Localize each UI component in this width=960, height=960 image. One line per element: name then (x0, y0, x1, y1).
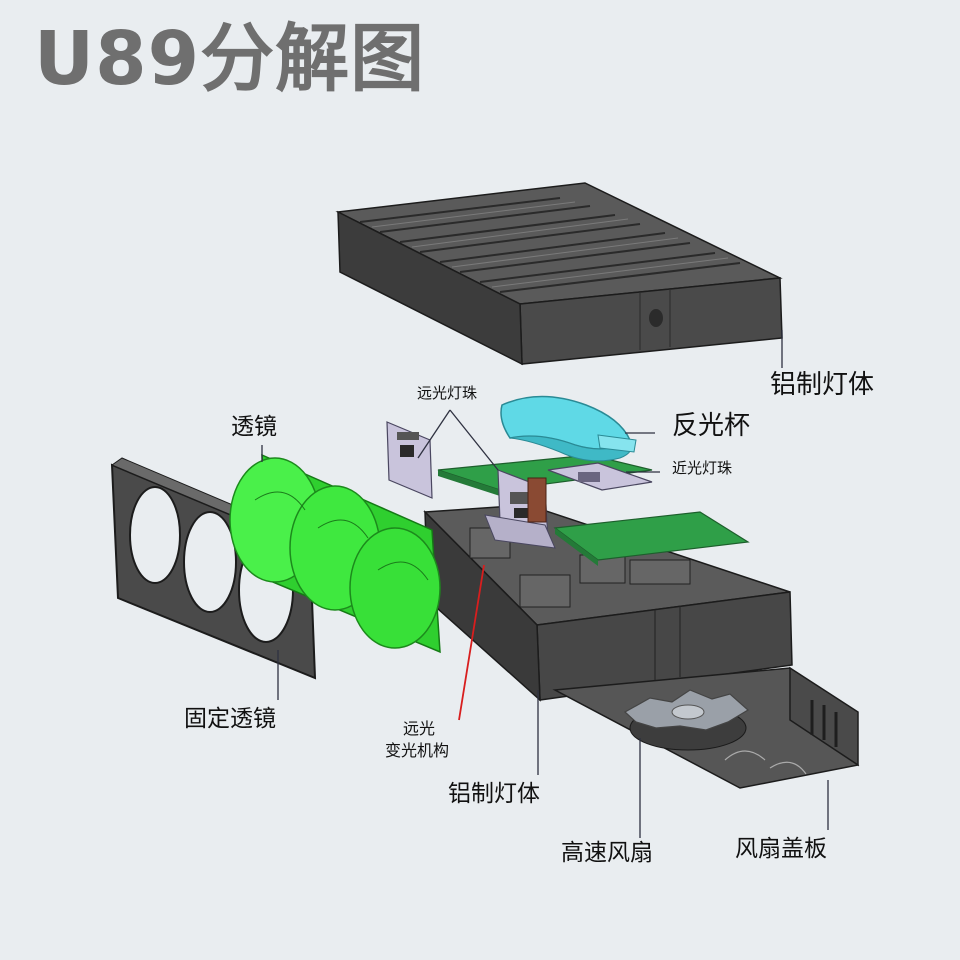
leader-lines (261, 330, 829, 838)
label-lens-holder: 固定透镜 (184, 706, 276, 732)
label-high-beam-led: 远光灯珠 (417, 384, 478, 402)
label-bottom-housing: 铝制灯体 (448, 781, 540, 807)
label-lens: 透镜 (231, 414, 277, 440)
high-beam-led-boards (386, 421, 556, 549)
low-beam-led-board (547, 462, 653, 491)
label-low-beam-led: 近光灯珠 (672, 459, 733, 477)
label-switch-mech-line2: 变光机构 (385, 741, 450, 760)
label-reflector: 反光杯 (672, 411, 751, 441)
fan-part (623, 689, 750, 751)
label-switch-mech-line1: 远光 (403, 719, 436, 738)
label-fan-cover: 风扇盖板 (735, 836, 827, 862)
top-housing-part (335, 182, 783, 366)
label-fan: 高速风扇 (561, 840, 653, 866)
lens-part (229, 453, 441, 654)
page-title: U89分解图 (34, 16, 426, 102)
label-top-housing: 铝制灯体 (770, 370, 875, 400)
reflector-part (500, 395, 637, 462)
switch-mech-leader-line (458, 564, 485, 721)
